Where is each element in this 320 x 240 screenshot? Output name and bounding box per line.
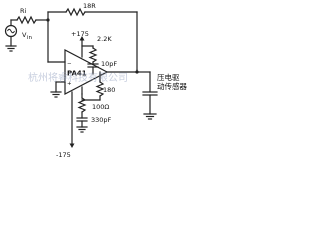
non-inverting-ground <box>50 81 66 98</box>
opamp-triangle <box>64 49 109 95</box>
r-100-label: 100Ω <box>92 103 109 111</box>
rf-label: 18R <box>83 2 96 10</box>
negative-supply <box>69 91 75 148</box>
input-voltage-source <box>4 19 18 52</box>
piezo-load <box>136 71 158 120</box>
opamp-label: PA41 <box>67 70 87 78</box>
vin-label: V <box>22 31 27 39</box>
r-180-label: 180 <box>103 86 115 94</box>
circuit-schematic: V in Ri 18R − + PA41 +175 <box>4 2 187 159</box>
compensation-network <box>81 45 99 75</box>
vplus-label: +175 <box>71 30 89 38</box>
svg-text:+: + <box>67 81 72 87</box>
ri-label: Ri <box>20 7 27 15</box>
load-label-line1: 压电驱 <box>157 72 180 82</box>
c-10p-label: 10pF <box>101 60 117 68</box>
positive-supply <box>79 36 85 58</box>
r-2k2-label: 2.2K <box>97 35 112 43</box>
load-label-line2: 动传感器 <box>157 81 187 91</box>
feedback-resistor <box>47 7 138 71</box>
vminus-label: -175 <box>56 151 71 159</box>
svg-text:−: − <box>67 61 72 67</box>
output-snubber <box>76 71 105 133</box>
watermark: 杭州将睿科技有限公司 <box>28 71 128 84</box>
vin-subscript: in <box>27 35 33 41</box>
input-resistor-ri <box>10 15 49 25</box>
c-330-label: 330pF <box>91 116 112 124</box>
